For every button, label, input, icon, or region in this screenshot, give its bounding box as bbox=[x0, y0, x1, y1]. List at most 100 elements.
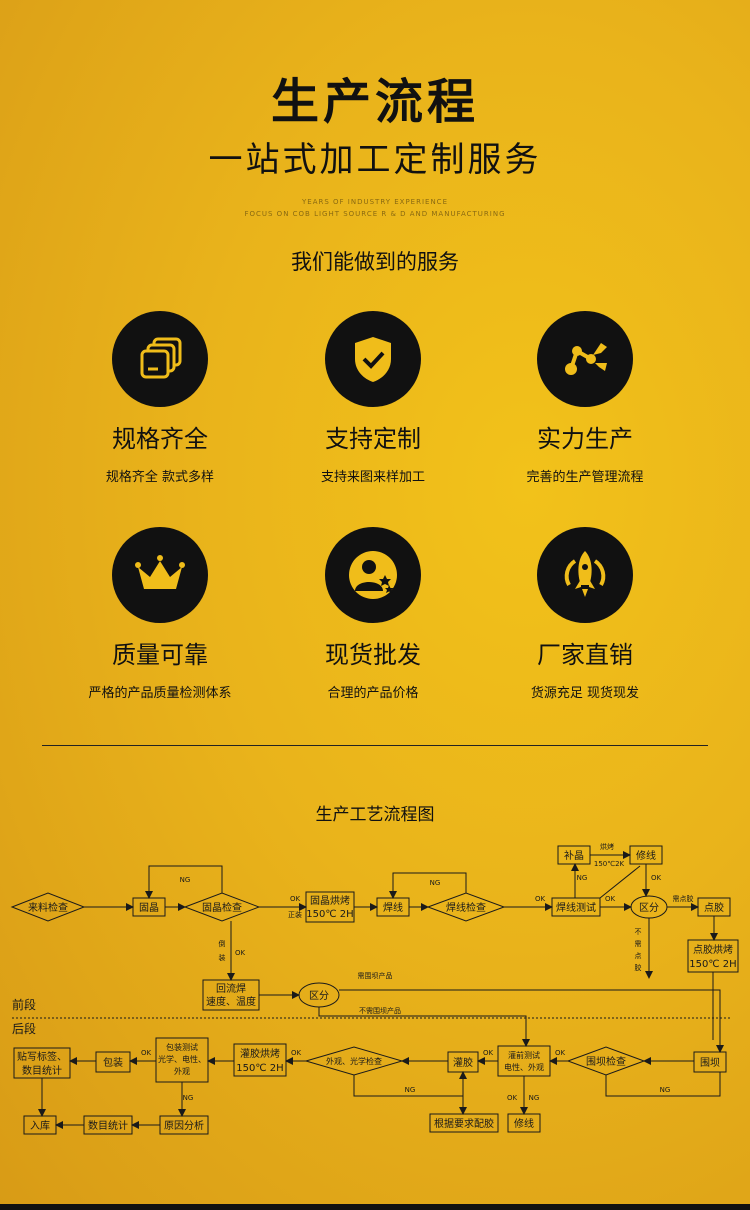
feature-quality: 质量可靠 严格的产品质量检测体系 bbox=[50, 527, 270, 701]
page-subtitle: 一站式加工定制服务 bbox=[208, 140, 542, 180]
flow-label: OK bbox=[483, 1049, 494, 1057]
flow-label: OK bbox=[535, 895, 546, 903]
feature-desc: 完善的生产管理流程 bbox=[526, 470, 644, 485]
flow-text: 点胶 bbox=[704, 901, 724, 914]
flow-label: OK bbox=[235, 949, 246, 957]
feature-direct-sale: 厂家直销 货源充足 现货现发 bbox=[475, 527, 695, 701]
flow-text: 数目统计 bbox=[88, 1119, 128, 1132]
flow-label: NG bbox=[405, 1086, 416, 1094]
flow-text: 焊线检查 bbox=[446, 901, 486, 914]
english-tagline-2: FOCUS ON COB LIGHT SOURCE R & D AND MANU… bbox=[244, 210, 506, 218]
process-flowchart: 来料检查 固晶 固晶检查 固晶烘烤 150℃ 2H 焊线 焊线检查 焊线测试 区… bbox=[10, 842, 739, 1135]
flow-text: 固晶 bbox=[139, 902, 159, 914]
flow-label: 不需围坝产品 bbox=[359, 1006, 401, 1015]
flow-text: 焊线 bbox=[383, 901, 403, 914]
flow-text: 速度、温度 bbox=[206, 995, 256, 1008]
flow-text: 区分 bbox=[309, 990, 329, 1002]
flow-label: NG bbox=[430, 879, 441, 887]
feature-desc: 合理的产品价格 bbox=[327, 686, 419, 701]
flow-label: OK bbox=[605, 895, 616, 903]
feature-production: 实力生产 完善的生产管理流程 bbox=[475, 311, 695, 485]
crown-icon bbox=[112, 527, 208, 623]
flow-text: 固晶检查 bbox=[202, 901, 242, 914]
feature-title: 支持定制 bbox=[325, 425, 421, 453]
english-tagline-1: YEARS OF INDUSTRY EXPERIENCE bbox=[302, 198, 448, 206]
flow-label: 装 bbox=[219, 953, 226, 962]
flow-text: 回流焊 bbox=[216, 982, 246, 995]
flow-text: 补晶 bbox=[564, 849, 584, 862]
front-section-label: 前段 bbox=[12, 997, 36, 1012]
flow-text: 150℃ 2H bbox=[236, 1063, 283, 1074]
flow-label: 倒 bbox=[219, 939, 226, 948]
flow-text: 入库 bbox=[30, 1119, 50, 1132]
rocket-icon bbox=[537, 527, 633, 623]
feature-custom: 支持定制 支持来图来样加工 bbox=[263, 311, 483, 485]
flow-text: 修线 bbox=[636, 849, 656, 862]
flow-label: OK bbox=[290, 895, 301, 903]
person-stars-icon bbox=[325, 527, 421, 623]
feature-title: 规格齐全 bbox=[112, 425, 208, 453]
flow-text: 贴写标签、 bbox=[17, 1050, 67, 1063]
flow-text: 光学、电性、 bbox=[158, 1054, 206, 1064]
flow-text: 数目统计 bbox=[22, 1064, 62, 1077]
flow-text: 包装 bbox=[103, 1056, 123, 1069]
flow-text: 电性、外观 bbox=[504, 1062, 544, 1072]
flow-text: 灌胶烘烤 bbox=[240, 1047, 280, 1060]
shield-check-icon bbox=[325, 311, 421, 407]
flow-text: 灌胶 bbox=[453, 1056, 473, 1069]
flow-text: 外观、光学检查 bbox=[326, 1056, 382, 1066]
flow-label: 正装 bbox=[288, 910, 302, 919]
flow-text: 包装测试 bbox=[166, 1042, 198, 1052]
flow-text: 点胶烘烤 bbox=[693, 943, 733, 956]
feature-desc: 货源充足 现货现发 bbox=[530, 686, 640, 701]
feature-title: 实力生产 bbox=[537, 425, 633, 453]
feature-desc: 规格齐全 款式多样 bbox=[105, 470, 215, 485]
flow-label: OK bbox=[291, 1049, 302, 1057]
flow-label: OK bbox=[507, 1094, 518, 1102]
flow-text: 灌前测试 bbox=[508, 1050, 540, 1060]
flow-label: NG bbox=[529, 1094, 540, 1102]
flow-label: OK bbox=[651, 874, 662, 882]
flow-label: NG bbox=[660, 1086, 671, 1094]
services-heading: 我们能做到的服务 bbox=[291, 250, 459, 274]
feature-specs: 规格齐全 规格齐全 款式多样 bbox=[50, 311, 270, 485]
flow-text: 原因分析 bbox=[164, 1119, 204, 1132]
bottom-bar bbox=[0, 1204, 750, 1210]
flow-text: 150℃ 2H bbox=[689, 959, 736, 970]
flow-text: 150℃ 2H bbox=[306, 909, 353, 920]
flow-text: 来料检查 bbox=[28, 901, 68, 914]
flow-label: OK bbox=[141, 1049, 152, 1057]
robot-arm-icon bbox=[537, 311, 633, 407]
feature-desc: 严格的产品质量检测体系 bbox=[88, 686, 232, 701]
flow-text: 围坝 bbox=[700, 1057, 720, 1069]
flow-label: NG bbox=[183, 1094, 194, 1102]
flow-text: 焊线测试 bbox=[556, 901, 596, 914]
flow-text: 外观 bbox=[174, 1066, 190, 1076]
section-divider bbox=[42, 745, 708, 746]
stack-icon bbox=[112, 311, 208, 407]
back-section-label: 后段 bbox=[12, 1021, 36, 1036]
flow-label: 烘烤 bbox=[600, 842, 614, 851]
flow-label: NG bbox=[180, 876, 191, 884]
feature-title: 质量可靠 bbox=[112, 641, 208, 669]
flow-label: OK bbox=[555, 1049, 566, 1057]
page-title: 生产流程 bbox=[270, 74, 479, 130]
flow-label: 150℃2K bbox=[594, 860, 625, 868]
feature-desc: 支持来图来样加工 bbox=[320, 470, 425, 485]
flow-label: 不 bbox=[635, 928, 642, 936]
flowchart-title: 生产工艺流程图 bbox=[315, 805, 435, 825]
flow-label: 胶 bbox=[635, 963, 642, 972]
flow-label: 需点胶 bbox=[673, 894, 694, 903]
feature-title: 厂家直销 bbox=[537, 641, 633, 669]
feature-title: 现货批发 bbox=[325, 641, 421, 669]
flow-label: 需围坝产品 bbox=[358, 971, 393, 980]
flow-text: 修线 bbox=[514, 1117, 534, 1130]
flow-label: 点 bbox=[635, 952, 642, 960]
flow-text: 根据要求配胶 bbox=[434, 1117, 494, 1130]
flow-node-dam bbox=[693, 1051, 727, 1073]
flow-text: 围坝检查 bbox=[586, 1055, 626, 1068]
flow-text: 固晶烘烤 bbox=[310, 894, 350, 907]
flow-label: 需 bbox=[635, 940, 642, 948]
feature-wholesale: 现货批发 合理的产品价格 bbox=[263, 527, 483, 701]
